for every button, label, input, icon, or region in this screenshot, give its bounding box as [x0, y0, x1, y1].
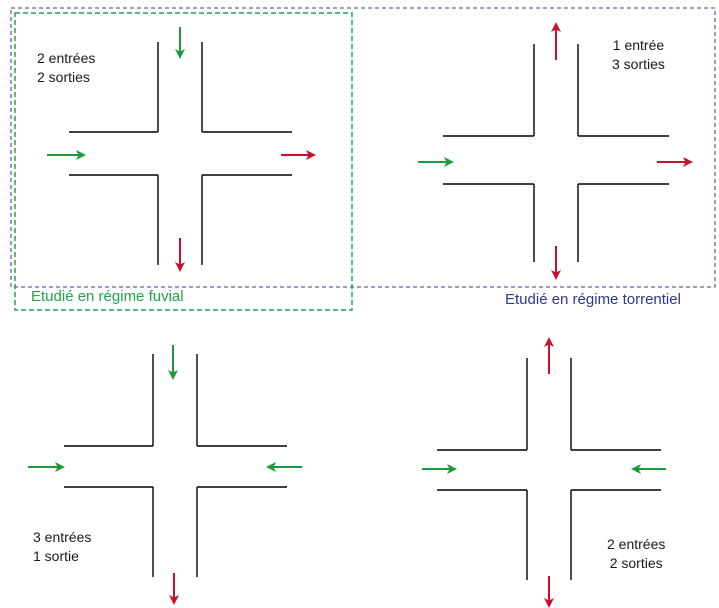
intersection-top-right [443, 44, 669, 262]
panel-label-top-right: 1 entrée 3 sorties [612, 36, 665, 74]
panel-label-top-left: 2 entrées 2 sorties [37, 49, 95, 87]
intersection-bottom-left [64, 354, 287, 577]
exits-count: 2 sorties [609, 555, 663, 571]
entries-count: 2 entrées [607, 536, 666, 552]
entries-count: 3 entrées [33, 529, 92, 545]
entries-count: 2 entrées [37, 50, 96, 66]
exits-count: 3 sorties [612, 56, 665, 72]
panel-label-bottom-left: 3 entrées 1 sortie [33, 528, 91, 566]
intersection-top-left [69, 42, 292, 265]
panel-label-bottom-right: 2 entrées 2 sorties [607, 535, 665, 573]
caption-torrential: Etudié en régime torrentiel [505, 291, 681, 308]
exits-count: 1 sortie [33, 548, 79, 564]
caption-fluvial: Etudié en régime fuvial [31, 288, 184, 305]
fluvial-region-box [14, 12, 353, 311]
entries-count: 1 entrée [612, 37, 665, 53]
intersection-bottom-right [437, 358, 661, 580]
exits-count: 2 sorties [37, 69, 90, 85]
torrential-region-box [10, 7, 716, 288]
